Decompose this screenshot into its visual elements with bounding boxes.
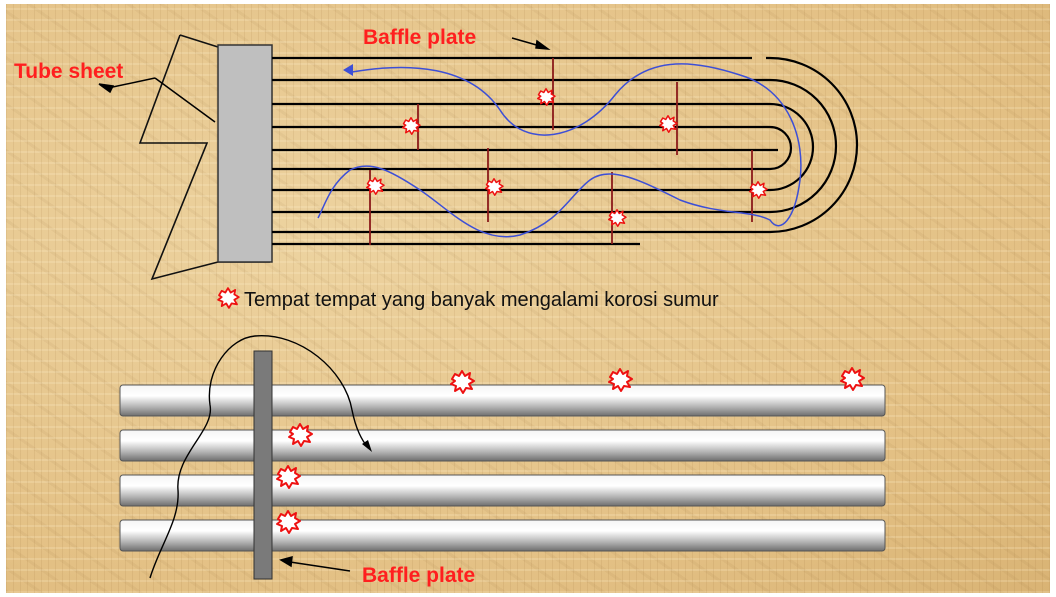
label-pointers-top <box>98 37 551 123</box>
tube-sheet <box>217 44 273 263</box>
pitting-spot-icon <box>276 465 301 489</box>
legend-text: Tempat tempat yang banyak mengalami koro… <box>244 289 719 311</box>
pitting-spot-icon <box>608 368 633 392</box>
flow-line-bottom <box>149 335 369 579</box>
flow-arrow-head <box>343 64 353 76</box>
tube-4 <box>119 519 886 552</box>
pitting-spot-icon <box>450 370 475 394</box>
tube-1 <box>119 384 886 417</box>
pitting-spot-icon <box>537 88 556 106</box>
corrosion-spots-top <box>366 88 768 227</box>
tube-2 <box>119 429 886 462</box>
tube-3 <box>119 474 886 507</box>
baffle-plate-label-top: Baffle plate <box>363 26 477 49</box>
pitting-spot-icon <box>288 423 313 447</box>
baffle-plate-lines <box>369 58 753 245</box>
flow-arrow-head-bottom <box>362 440 372 452</box>
pitting-spot-icon <box>749 181 768 199</box>
tube-sheet-label: Tube sheet <box>14 60 124 83</box>
heat-exchanger-diagram <box>98 34 886 580</box>
pitting-spot-icon <box>840 367 865 391</box>
pitting-spot-icon <box>366 177 385 195</box>
u-tube-bundle <box>272 56 859 246</box>
pitting-spot-icon <box>402 117 421 135</box>
flow-path-line <box>317 63 802 238</box>
straight-tubes <box>119 384 886 552</box>
pitting-spot-icon <box>276 510 301 534</box>
baffle-plate <box>253 350 273 580</box>
pitting-spot-icon <box>608 209 627 227</box>
pitting-spot-icon <box>217 287 240 309</box>
pitting-spot-icon <box>485 178 504 196</box>
baffle-plate-label-bottom: Baffle plate <box>362 564 476 587</box>
pitting-spot-icon <box>659 115 678 133</box>
label-pointer-bottom <box>279 555 351 572</box>
slide-background: Tube sheet Baffle plate Baffle plate Tem… <box>6 4 1050 593</box>
